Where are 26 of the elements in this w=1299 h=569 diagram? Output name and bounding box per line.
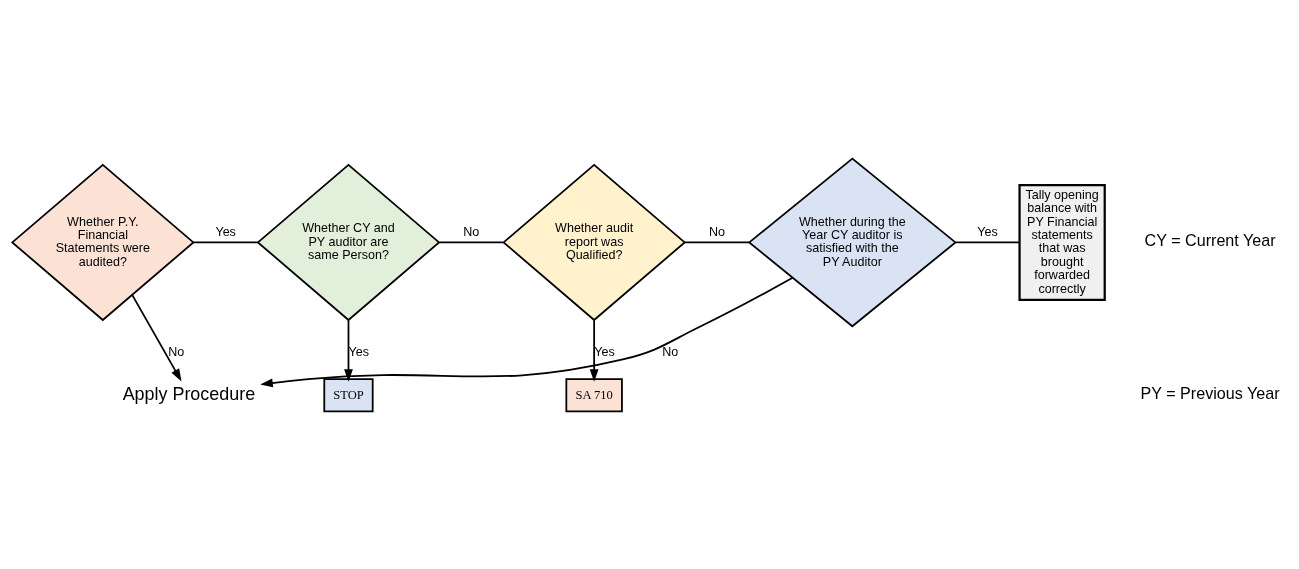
label: PY = Previous Year <box>1140 383 1280 402</box>
node-diamond: Whether audit report was Qualified? <box>502 163 687 321</box>
node-box: SA 710 <box>565 377 623 412</box>
node-text: Apply Procedure <box>122 383 256 404</box>
node-box: Tally opening balance with PY Financial statements that was brought forwarded correctly <box>1018 183 1106 301</box>
edge-label: Yes <box>594 344 615 359</box>
arrow <box>344 318 353 382</box>
arrow <box>131 293 182 381</box>
node-diamond: Whether P.Y. Financial Statements were audited? <box>10 163 195 321</box>
edge-label: Yes <box>977 224 998 239</box>
edge-label: Yes <box>348 344 370 359</box>
node-diamond: Whether CY and PY auditor are same Person? <box>256 163 441 321</box>
connector <box>438 241 505 243</box>
edge-label: No <box>708 224 725 239</box>
edge-label: No <box>168 344 185 359</box>
node-box: STOP <box>323 377 374 412</box>
edge-label: No <box>662 344 679 359</box>
connector <box>192 241 259 243</box>
edge-label: Yes <box>215 224 236 239</box>
arrow <box>260 276 794 387</box>
node-diamond: Whether during the Year CY auditor is satisfied with the PY Auditor <box>747 156 957 327</box>
connector <box>954 241 1021 243</box>
label: CY = Current Year <box>1144 230 1276 249</box>
edge-label: No <box>463 224 480 239</box>
connector <box>683 241 750 243</box>
arrow <box>589 318 599 382</box>
